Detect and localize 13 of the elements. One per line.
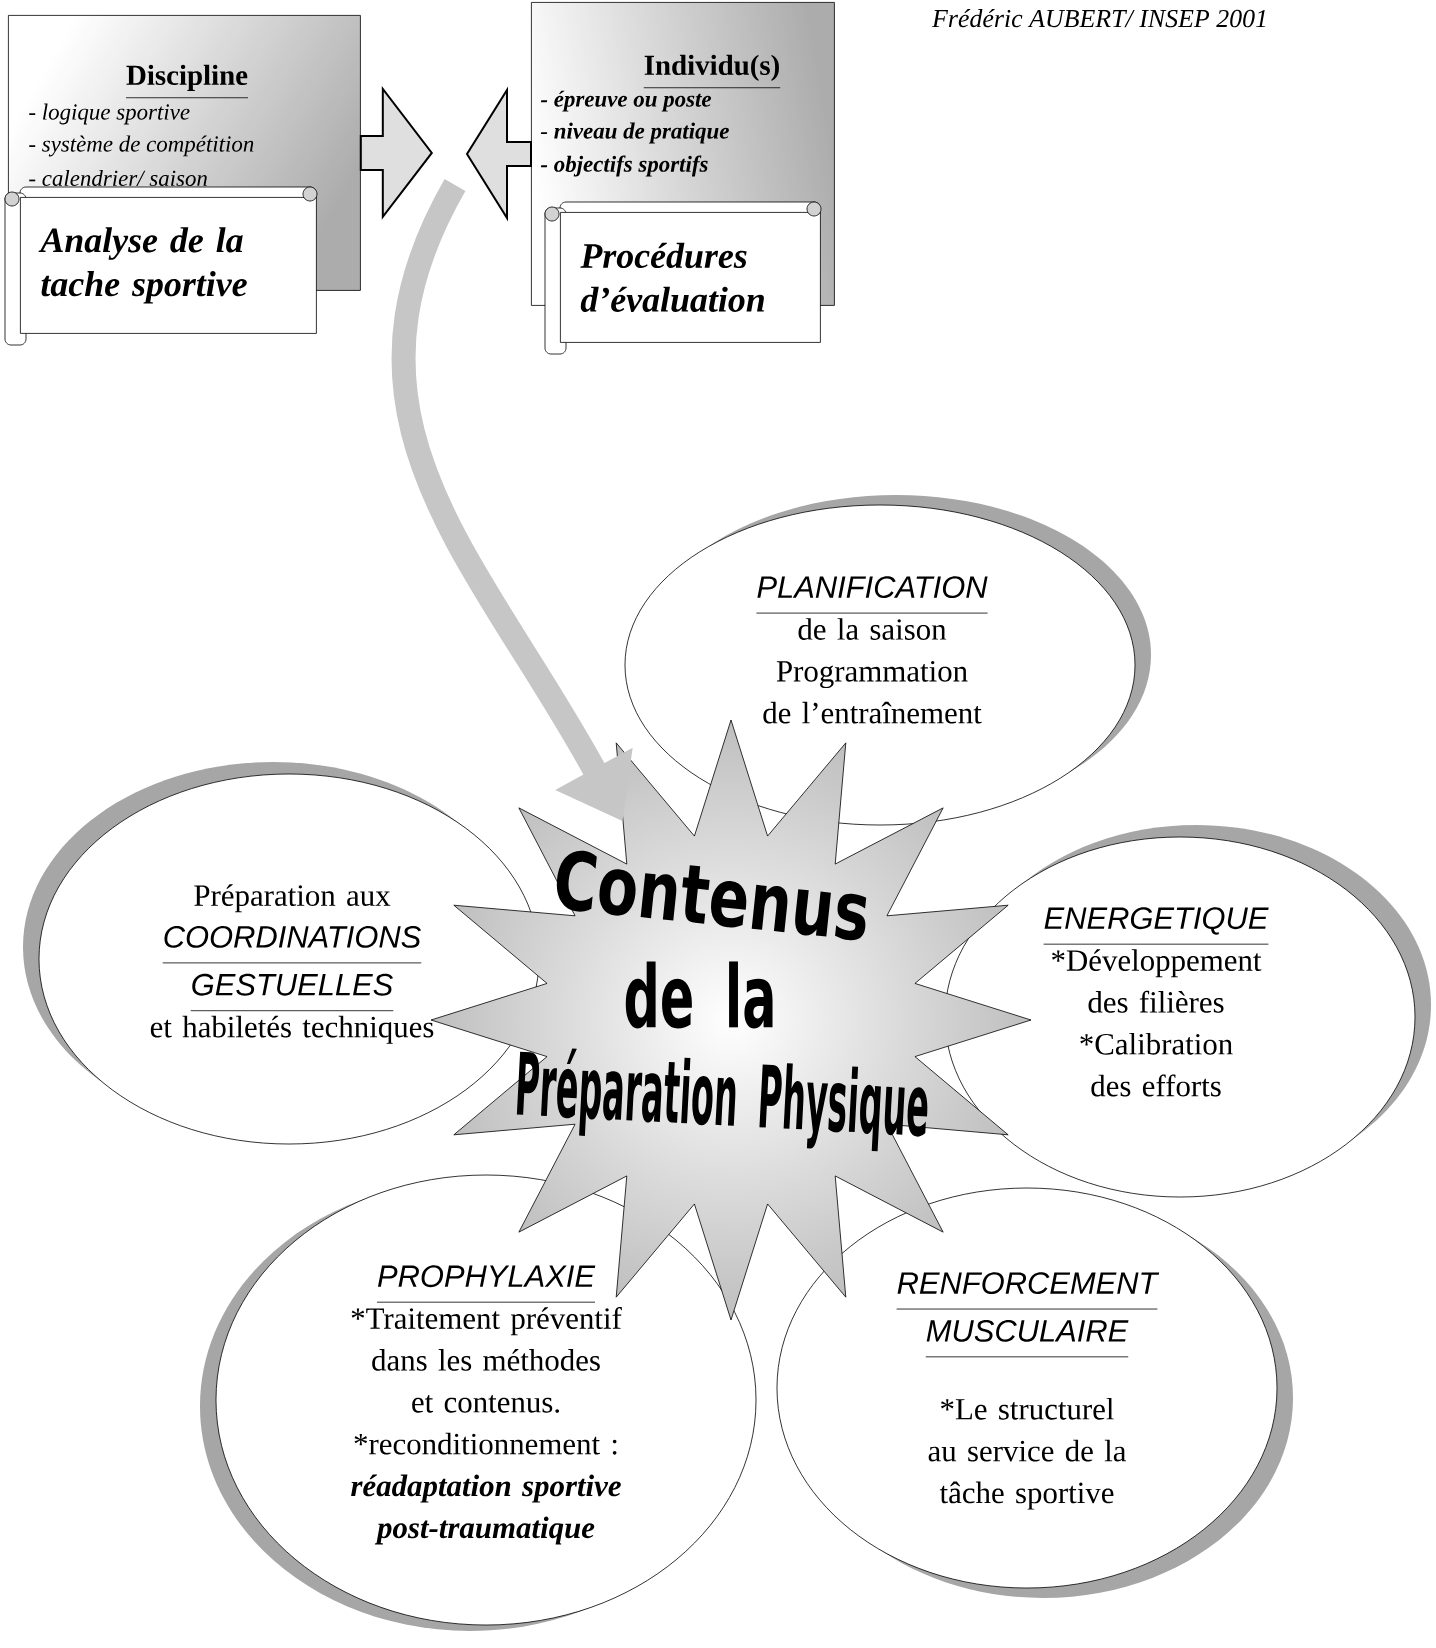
bullet-item: - logique sportive [29,103,190,125]
scroll: Analyse de la tache sportive [4,186,318,346]
panel-title: Individu(s) [643,54,781,89]
bullet-item: - système de compétition [29,135,254,157]
scroll: Procédures d’évaluation [544,201,822,355]
credit-note: Frédéric AUBERT/ INSEP 2001 [931,9,1266,28]
bullet-item: - objectifs sportifs [540,155,708,177]
panel-title: Discipline [125,64,249,99]
block-arrow [359,85,434,220]
bullet-item: - calendrier/ saison [29,169,207,187]
bullet-item: - niveau de pratique [540,122,729,144]
bullet-item: - épreuve ou poste [540,90,712,112]
block-arrow [465,86,532,222]
